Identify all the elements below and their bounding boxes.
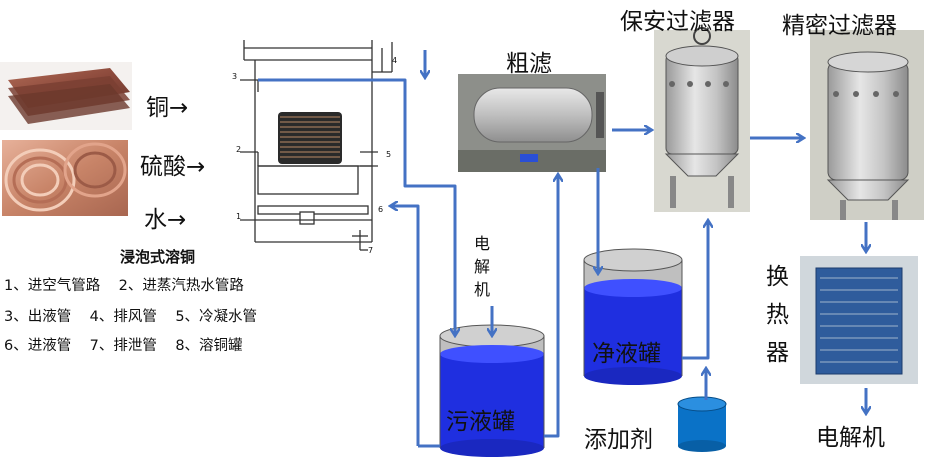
legend-row-2: 3、出液管 4、排风管 5、冷凝水管 bbox=[4, 309, 258, 325]
heat-exchanger-image bbox=[800, 256, 918, 384]
precision-filter-label: 精密过滤器 bbox=[782, 13, 897, 39]
legend-row-3: 6、进液管 7、排泄管 8、溶铜罐 bbox=[4, 338, 243, 354]
dissolver-number-2: 2 bbox=[236, 145, 242, 154]
dissolver-number-1: 1 bbox=[236, 212, 242, 221]
dissolver-number-5: 5 bbox=[386, 150, 392, 159]
coarse-filter-image bbox=[458, 74, 606, 172]
electrolyzer-vertical-label: 电解机 bbox=[474, 234, 491, 299]
sulfuric-acid-input-label: 硫酸→ bbox=[140, 154, 206, 180]
dissolver-number-7: 7 bbox=[368, 246, 374, 255]
clean-tank-label: 净液罐 bbox=[592, 341, 661, 367]
electrolyzer-output-label: 电解机 bbox=[816, 425, 885, 451]
dissolver-number-3: 3 bbox=[232, 72, 238, 81]
safety-filter-label: 保安过滤器 bbox=[620, 9, 735, 35]
heating-coil bbox=[278, 112, 342, 164]
clean-liquid-tank bbox=[583, 248, 683, 385]
coarse-filter-label: 粗滤 bbox=[506, 51, 552, 77]
water-input-label: 水→ bbox=[144, 207, 187, 233]
heat-exchanger-label: 换热器 bbox=[766, 264, 789, 366]
copper-input-label: 铜→ bbox=[146, 95, 189, 121]
additive-label: 添加剂 bbox=[584, 427, 653, 453]
additive-tank bbox=[677, 396, 727, 452]
dirty-tank-label: 污液罐 bbox=[446, 409, 515, 435]
legend-title: 浸泡式溶铜 bbox=[120, 248, 196, 266]
dirty-liquid-tank bbox=[439, 324, 545, 457]
legend-row-1: 1、进空气管路 2、进蒸汽热水管路 bbox=[4, 278, 244, 294]
dissolver-number-6: 6 bbox=[378, 205, 384, 214]
dissolver-number-4: 4 bbox=[392, 56, 398, 65]
copper-coil-image bbox=[2, 140, 128, 216]
copper-plates-image bbox=[0, 62, 132, 130]
precision-filter-image bbox=[810, 30, 924, 220]
flow-lines bbox=[258, 50, 866, 448]
safety-filter-image bbox=[654, 27, 750, 212]
